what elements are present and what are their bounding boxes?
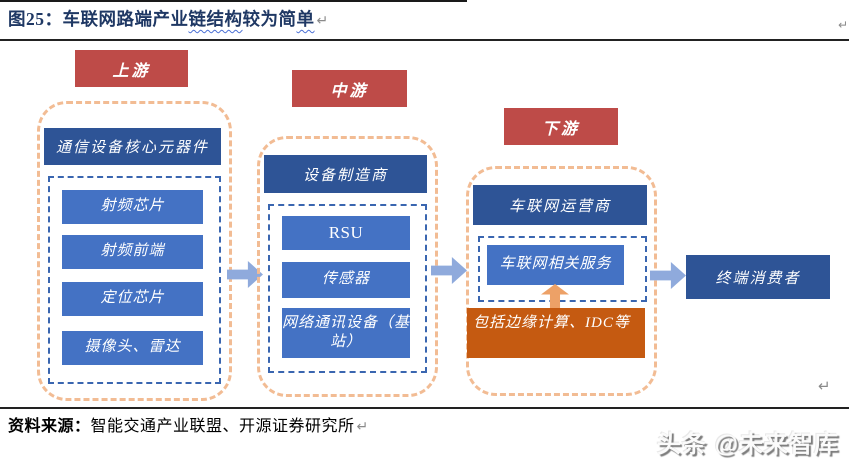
item-rsu: RSU	[282, 216, 410, 250]
item-iov-services: 车联网相关服务	[487, 245, 624, 285]
item-network-equipment: 网络通讯设备（基站）	[282, 308, 410, 358]
item-camera-radar: 摄像头、雷达	[62, 331, 203, 365]
item-text: 定位芯片	[100, 290, 165, 307]
item-rf-chip: 射频芯片	[62, 190, 203, 224]
item-sensor: 传感器	[282, 262, 410, 298]
paragraph-mark-icon: ↵	[356, 419, 369, 435]
item-text: 车联网相关服务	[499, 256, 612, 273]
title-divider-line	[0, 39, 849, 41]
group-downstream-header: 车联网运营商	[473, 185, 647, 225]
stage-label-text: 下游	[541, 120, 580, 138]
stage-label-text: 中游	[330, 82, 369, 100]
source-divider-line	[0, 407, 849, 409]
title-text-prefix: 图25：车联网路端产业	[8, 9, 189, 29]
note-text: 包括边缘计算、IDC等	[473, 315, 630, 331]
paragraph-mark-icon: ↵	[818, 377, 831, 395]
title-text-wavy1: 链结构	[188, 9, 243, 29]
stage-label-midstream: 中游	[292, 70, 407, 107]
title-text-wavy2: 单	[296, 9, 315, 29]
source-text: 智能交通产业联盟、开源证券研究所	[90, 418, 355, 435]
group-midstream-header: 设备制造商	[264, 155, 427, 193]
toutiao-watermark: 头条 @未来智库	[656, 431, 839, 458]
item-text: RSU	[328, 222, 364, 242]
group-midstream-inner-frame	[268, 204, 427, 373]
end-consumer-text: 终端消费者	[715, 270, 801, 287]
group-upstream	[37, 101, 232, 401]
title-text-middle: 较为简	[242, 9, 297, 29]
item-text: 射频前端	[100, 243, 165, 260]
stage-label-downstream: 下游	[504, 108, 618, 145]
box-end-consumer: 终端消费者	[686, 255, 830, 299]
item-text: 传感器	[321, 271, 370, 288]
note-edge-computing-idc: 包括边缘计算、IDC等	[467, 308, 645, 358]
group-downstream	[466, 166, 657, 396]
item-rf-frontend: 射频前端	[62, 235, 203, 269]
source-label: 资料来源：	[8, 418, 91, 435]
figure-title: 图25：车联网路端产业链结构较为简单↵	[8, 6, 568, 31]
item-text: 网络通讯设备（基站）	[282, 314, 411, 351]
item-positioning-chip: 定位芯片	[62, 282, 203, 316]
top-border-line	[0, 0, 467, 2]
paragraph-mark-icon: ↵	[316, 13, 329, 29]
group-downstream-inner-frame	[478, 236, 647, 302]
item-text: 摄像头、雷达	[84, 339, 181, 356]
group-header-text: 车联网运营商	[508, 198, 611, 215]
group-header-text: 设备制造商	[302, 167, 388, 184]
group-upstream-inner-frame	[48, 176, 221, 384]
item-text: 射频芯片	[100, 198, 165, 215]
group-header-text: 通信设备核心元器件	[55, 140, 209, 156]
group-upstream-header: 通信设备核心元器件	[44, 128, 221, 165]
stage-label-upstream: 上游	[75, 50, 188, 87]
stage-label-text: 上游	[112, 62, 151, 80]
source-line: 资料来源：智能交通产业联盟、开源证券研究所↵	[8, 412, 369, 436]
paragraph-mark-icon: ↵	[838, 18, 849, 32]
